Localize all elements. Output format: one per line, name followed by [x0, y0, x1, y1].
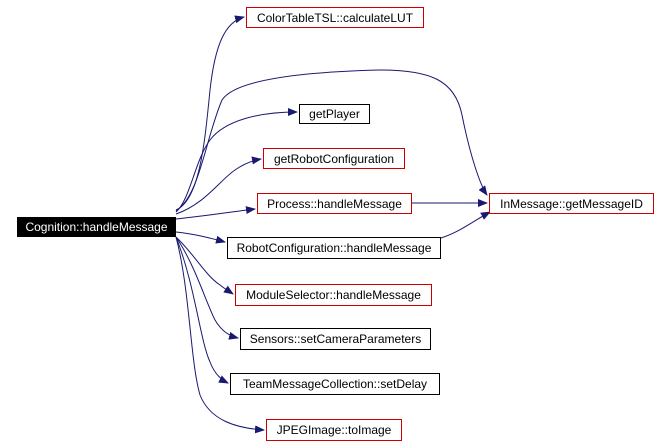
edge-root-to-n3	[175, 156, 262, 215]
node-inmessage-getmessageid[interactable]: InMessage::getMessageID	[489, 193, 654, 214]
edge-root-to-n2	[175, 108, 298, 213]
edge-root-to-n4	[175, 206, 256, 220]
edge-root-to-n10	[175, 236, 265, 434]
node-colortabletsl-calculatelut[interactable]: ColorTableTSL::calculateLUT	[246, 7, 424, 28]
edge-root-to-n1	[175, 15, 245, 211]
node-jpegimage-toimage[interactable]: JPEGImage::toImage	[266, 419, 402, 441]
edge-n6-to-n5	[440, 211, 491, 239]
node-robotconfiguration-handlemessage[interactable]: RobotConfiguration::handleMessage	[227, 237, 441, 259]
node-teammessagecollection-setdelay[interactable]: TeamMessageCollection::setDelay	[230, 373, 440, 395]
node-process-handlemessage[interactable]: Process::handleMessage	[257, 193, 412, 214]
edge-root-to-n7	[175, 236, 234, 295]
edge-root-to-n6	[175, 231, 226, 244]
node-getrobotconfiguration[interactable]: getRobotConfiguration	[263, 148, 405, 169]
node-sensors-setcameraparameters[interactable]: Sensors::setCameraParameters	[240, 328, 431, 350]
edge-root-to-n8	[175, 236, 239, 340]
node-getplayer[interactable]: getPlayer	[299, 104, 370, 124]
edge-root-to-n9	[175, 236, 229, 384]
edge-root-to-n5	[175, 69, 488, 212]
node-moduleselector-handlemessage[interactable]: ModuleSelector::handleMessage	[235, 284, 432, 306]
node-cognition-handlemessage[interactable]: Cognition::handleMessage	[17, 217, 176, 237]
